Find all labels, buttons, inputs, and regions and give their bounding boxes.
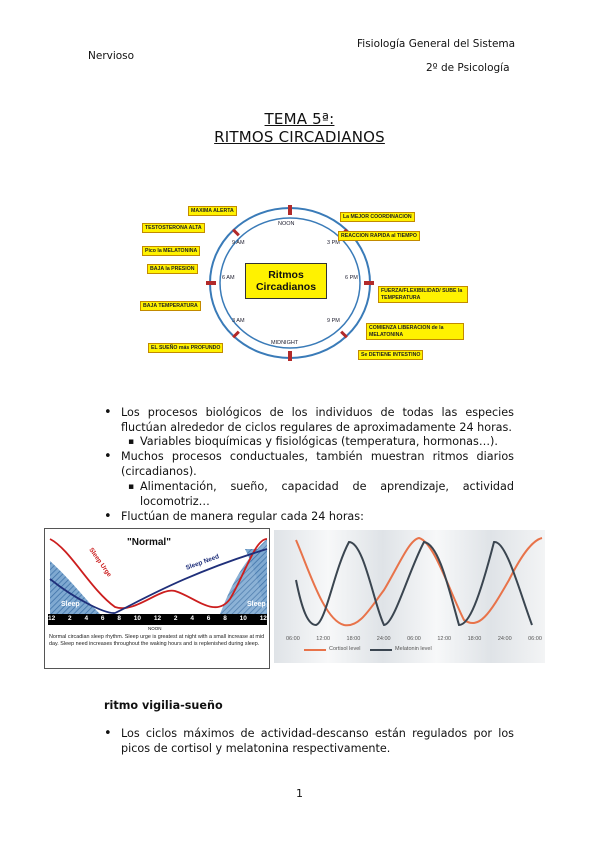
label-best-coordination: La MEJOR COORDINACION (340, 212, 415, 222)
label-testosterone: TESTOSTERONA ALTA (142, 223, 205, 233)
bullet-cortisol-melatonin: Los ciclos máximos de actividad-descanso… (121, 727, 514, 755)
legend-melatonin-swatch (370, 649, 392, 651)
header-year: 2º de Psicología (426, 62, 510, 74)
hour-tick-label: 8 (117, 615, 121, 622)
time-tick-label: 12:00 (437, 636, 452, 642)
header-course-title: Fisiología General del Sistema (357, 38, 516, 50)
bullet-behavioral-processes: Muchos procesos conductuales, también mu… (121, 450, 514, 478)
hour-tick-label: 8 (223, 615, 227, 622)
hormone-curves (295, 536, 543, 627)
hours-axis: 12 2 4 6 8 10 12 2 4 6 8 10 12 (48, 615, 267, 625)
bullet-fluctuate: Fluctúan de manera regular cada 24 horas… (121, 510, 364, 523)
label-low-temperature: BAJA TEMPERATURA (140, 301, 201, 311)
sub-bullet-square: ▪ (128, 437, 135, 447)
label-low-pressure: BAJA la PRESION (147, 264, 198, 274)
label-6am: 6 AM (222, 275, 235, 281)
label-melatonin-release: COMIENZA LIBERACION de la MELATONINA (366, 323, 464, 340)
label-3am: 3 AM (232, 318, 245, 324)
sleep-caption: Normal circadian sleep rhythm. Sleep urg… (49, 634, 265, 647)
hour-tick-label: 4 (190, 615, 194, 622)
time-tick-label: 18:00 (346, 636, 361, 642)
cortisol-melatonin-figure: 06:00 12:00 18:00 24:00 06:00 12:00 18:00 24:00… (274, 530, 545, 663)
hour-tick-label: 2 (173, 615, 178, 622)
hour-tick-label: 10 (133, 615, 142, 622)
label-strength-temperature: FUERZA/FLEXIBILIDAD/ SUBE la TEMPERATURA (378, 286, 468, 303)
hour-tick-label: 2 (68, 615, 72, 622)
sleep-chart-title: "Normal" (127, 537, 171, 548)
topic-title: RITMOS CIRCADIANOS (214, 128, 385, 146)
tick-midnight (288, 351, 292, 361)
sleep-right-label: Sleep (247, 601, 266, 608)
bullet-dot: • (104, 726, 112, 741)
label-fast-reaction: REACCION RAPIDA al TIEMPO (338, 231, 420, 241)
label-3pm: 3 PM (327, 240, 340, 246)
bullet-dot: • (104, 405, 112, 420)
sleep-rhythm-curves (48, 538, 268, 625)
label-midnight: MIDNIGHT (271, 340, 299, 346)
bullet-dot: • (104, 449, 112, 464)
bullet-dot: • (104, 509, 112, 524)
time-axis: 06:00 12:00 18:00 24:00 06:00 12:00 18:00 24:00… (286, 636, 542, 642)
hour-tick-label: 12 (153, 615, 162, 622)
label-melatonin-peak: Pico la MELATONINA (142, 246, 201, 256)
label-max-alert: MAXIMA ALERTA (188, 206, 237, 216)
legend-melatonin: Melatonin level (395, 646, 432, 652)
sleep-left-label: Sleep (61, 601, 80, 608)
time-tick-label: 12:00 (316, 636, 331, 642)
hour-tick-label: 12 (259, 615, 267, 622)
time-tick-label: 06:00 (407, 636, 421, 642)
label-deepest-sleep: EL SUEÑO más PROFUNDO (148, 343, 224, 353)
tick-6pm (364, 281, 374, 285)
hour-tick-label: 12 (48, 615, 56, 622)
label-9pm: 9 PM (327, 318, 340, 324)
sub-bullet-behaviors: Alimentación, sueño, capacidad de aprend… (140, 480, 514, 508)
label-9am: 9 AM (232, 240, 245, 246)
sleep-rhythm-figure: "Normal" Sleep Urge Sleep Need Sleep Sle… (44, 528, 270, 669)
sub-bullet-square: ▪ (128, 482, 135, 492)
header-course-title-cont: Nervioso (88, 50, 135, 62)
tick-6am (206, 281, 216, 285)
time-tick-label: 06:00 (528, 636, 542, 642)
time-tick-label: 24:00 (376, 636, 391, 642)
time-tick-label: 18:00 (467, 636, 482, 642)
sub-bullet-variables: Variables bioquímicas y fisiológicas (te… (140, 435, 498, 448)
topic-number: TEMA 5ª: (264, 110, 335, 128)
hour-tick-label: 10 (239, 615, 247, 622)
noon-label: NOON (148, 626, 162, 631)
page-number: 1 (296, 787, 303, 800)
center-label-line2: Circadianos (255, 281, 317, 293)
bullet-biological-cycles: Los procesos biológicos de los individuo… (121, 406, 514, 434)
label-intestine-stops: Se DETIENE INTESTINO (358, 350, 424, 360)
tick-noon (288, 205, 292, 215)
label-noon: NOON (278, 221, 295, 227)
time-tick-label: 24:00 (497, 636, 512, 642)
hour-tick-label: 6 (100, 615, 105, 622)
section-heading: ritmo vigilia-sueño (104, 699, 223, 712)
center-label-line1: Ritmos (268, 269, 304, 281)
hour-tick-label: 4 (84, 615, 89, 622)
time-tick-label: 06:00 (286, 636, 300, 642)
hour-tick-label: 6 (206, 615, 211, 622)
legend-cortisol: Cortisol level (329, 646, 361, 652)
circadian-clock-diagram: NOON MIDNIGHT 6 AM 6 PM 9 AM 3 PM 3 AM 9… (140, 195, 470, 375)
center-label-box: Ritmos Circadianos (245, 263, 327, 299)
legend-cortisol-swatch (304, 649, 326, 651)
label-6pm: 6 PM (345, 275, 358, 281)
